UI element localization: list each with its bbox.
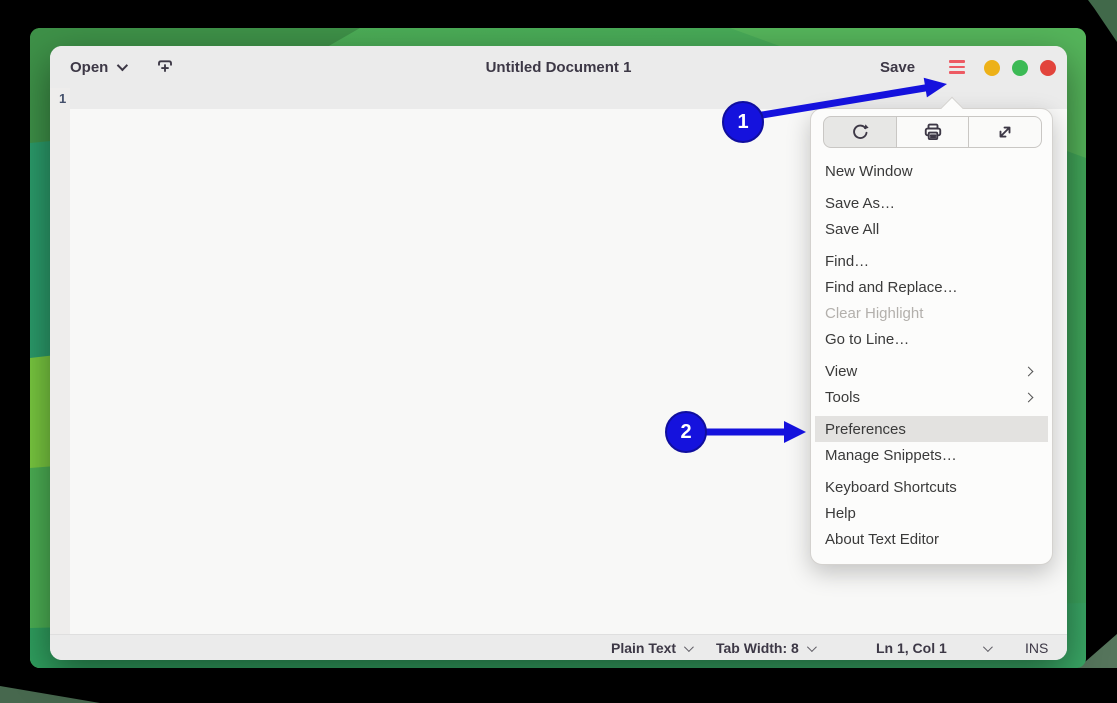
goto-line-dropdown[interactable] [982, 635, 993, 660]
menu-item-clear-highlight: Clear Highlight [825, 304, 924, 322]
chevron-down-icon [982, 641, 993, 652]
reload-button[interactable] [823, 116, 897, 148]
tab-width-selector[interactable]: Tab Width: 8 [716, 635, 817, 660]
reload-icon [852, 124, 869, 139]
fullscreen-icon [999, 126, 1011, 138]
language-selector[interactable]: Plain Text [611, 635, 694, 660]
window-title: Untitled Document 1 [485, 58, 632, 76]
maximize-button[interactable] [1012, 60, 1028, 76]
headerbar: Open Untitled Document 1 Save [50, 46, 1067, 88]
tab-new-icon [158, 60, 172, 72]
statusbar: Plain Text Tab Width: 8 Ln 1, Col 1 INS [50, 634, 1067, 660]
current-line-highlight [50, 88, 1067, 109]
cursor-position-label: Ln 1, Col 1 [876, 640, 947, 656]
save-button[interactable]: Save [880, 46, 915, 88]
insert-mode-label: INS [1025, 640, 1049, 656]
menu-item-save-all[interactable]: Save All [825, 220, 880, 238]
main-menu-popover: New Window Save As… Save All Find… Find … [810, 96, 1053, 565]
line-number-gutter [50, 88, 70, 634]
step-1-badge: 1 [722, 101, 764, 143]
menu-item-new-window[interactable]: New Window [825, 162, 913, 180]
menu-item-preferences[interactable]: Preferences [815, 416, 1048, 442]
tab-width-label: Tab Width: 8 [716, 640, 799, 656]
menu-item-go-to-line[interactable]: Go to Line… [825, 330, 910, 348]
menu-item-save-as[interactable]: Save As… [825, 194, 896, 212]
chevron-down-icon [684, 641, 694, 652]
minimize-button[interactable] [984, 60, 1000, 76]
chevron-right-icon [1023, 366, 1034, 376]
menu-item-keyboard-shortcuts[interactable]: Keyboard Shortcuts [825, 478, 957, 496]
menu-item-view[interactable]: View [811, 358, 1052, 384]
cursor-position[interactable]: Ln 1, Col 1 [876, 635, 947, 660]
menu-toolbar [823, 116, 1043, 148]
hamburger-menu-button[interactable] [944, 55, 970, 79]
open-button-label: Open [70, 58, 109, 76]
print-button[interactable] [896, 116, 970, 148]
new-tab-button[interactable] [154, 57, 176, 77]
chevron-down-icon [806, 641, 817, 652]
menu-item-manage-snippets[interactable]: Manage Snippets… [825, 446, 957, 464]
menu-item-find[interactable]: Find… [825, 252, 870, 270]
hamburger-icon [949, 60, 965, 63]
language-label: Plain Text [611, 640, 677, 656]
save-button-label: Save [880, 58, 916, 76]
insert-mode-indicator: INS [1025, 635, 1048, 660]
menu-item-find-and-replace[interactable]: Find and Replace… [825, 278, 958, 296]
menu-item-list: New Window Save As… Save All Find… Find … [811, 158, 1052, 552]
chevron-right-icon [1023, 392, 1034, 402]
menu-item-help[interactable]: Help [825, 504, 856, 522]
fullscreen-button[interactable] [969, 116, 1043, 148]
line-number: 1 [59, 91, 67, 106]
step-2-badge: 2 [665, 411, 707, 453]
menu-item-tools[interactable]: Tools [811, 384, 1052, 410]
close-button[interactable] [1040, 60, 1056, 76]
print-icon [924, 123, 941, 140]
menu-item-about[interactable]: About Text Editor [825, 530, 939, 548]
chevron-down-icon [117, 59, 129, 72]
open-button[interactable]: Open [70, 46, 129, 88]
